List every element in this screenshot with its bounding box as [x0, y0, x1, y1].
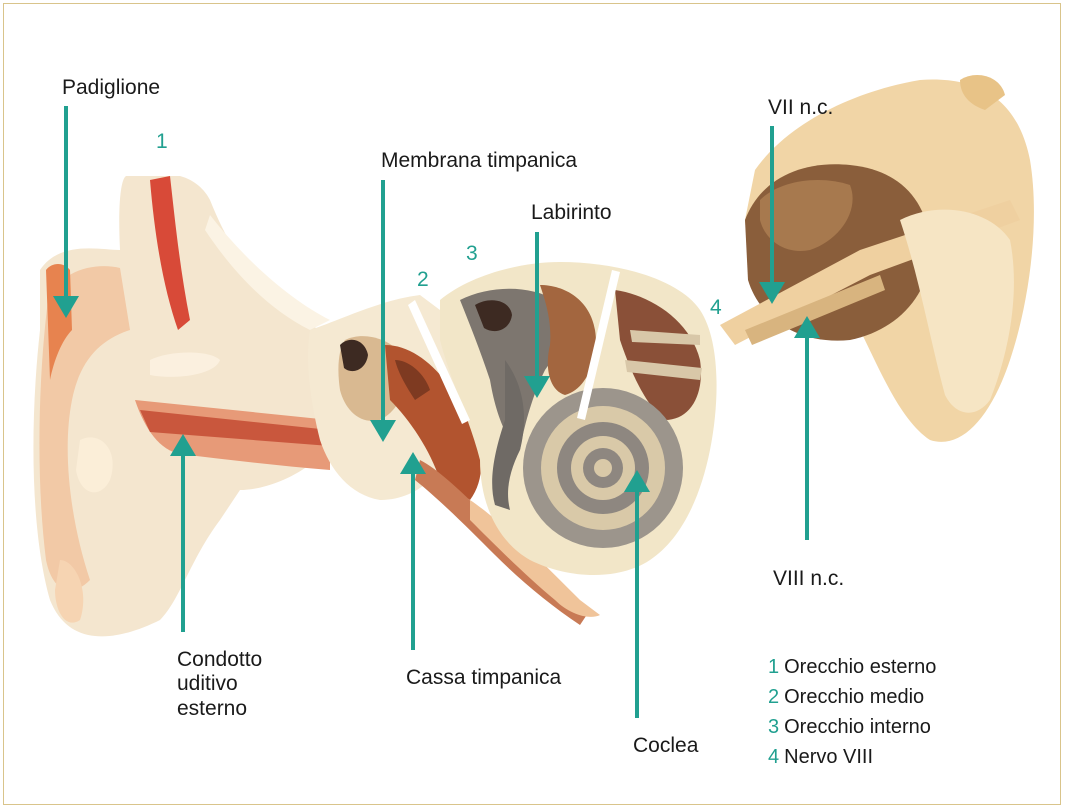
label-coclea: Coclea	[633, 734, 698, 757]
label-padiglione: Padiglione	[62, 76, 160, 99]
legend-number: 1	[768, 656, 779, 678]
legend-number: 4	[768, 746, 779, 768]
legend-text: Orecchio medio	[784, 686, 924, 708]
label-vii-nc: VII n.c.	[768, 96, 833, 119]
legend-text: Orecchio esterno	[784, 656, 936, 678]
label-labirinto: Labirinto	[531, 201, 612, 224]
label-membrana-timpanica: Membrana timpanica	[381, 149, 577, 172]
section-number-4: 4	[710, 296, 722, 319]
arrow-viii-nc	[794, 316, 820, 540]
label-viii-nc: VIII n.c.	[773, 567, 844, 590]
legend-number: 3	[768, 716, 779, 738]
label-condotto-line2: uditivo	[177, 672, 238, 695]
label-cassa-timpanica: Cassa timpanica	[406, 666, 561, 689]
legend-text: Orecchio interno	[784, 716, 931, 738]
legend-text: Nervo VIII	[784, 746, 873, 768]
section-number-2: 2	[417, 268, 429, 291]
section-number-1: 1	[156, 130, 168, 153]
legend-number: 2	[768, 686, 779, 708]
label-condotto-line3: esterno	[177, 697, 247, 720]
nerve-drawing	[720, 75, 1034, 442]
section-number-3: 3	[466, 242, 478, 265]
label-condotto-line1: Condotto	[177, 648, 262, 671]
